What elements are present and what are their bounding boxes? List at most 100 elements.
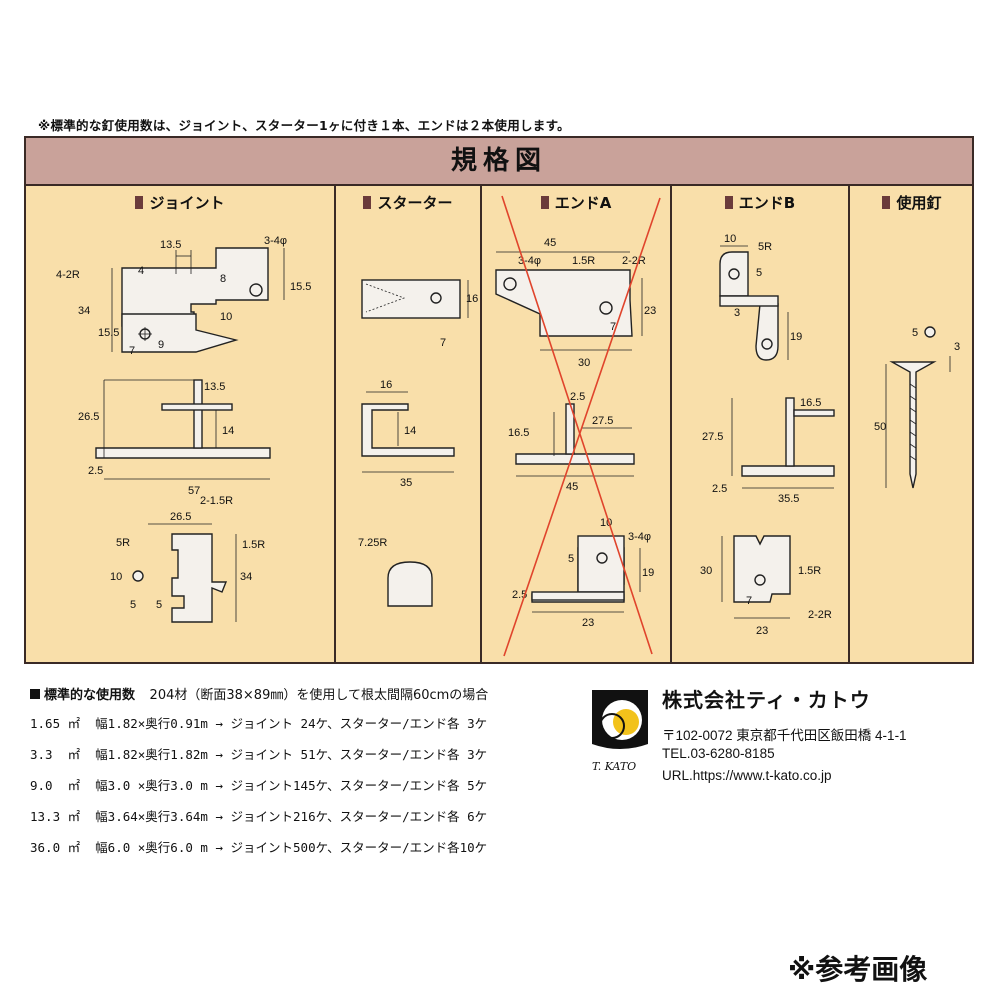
dim-label: 10 bbox=[600, 517, 612, 529]
starter-hole bbox=[430, 292, 442, 304]
joint-lower-plate bbox=[121, 313, 239, 353]
usage-title: 標準的な使用数 204材（断面38×89㎜）を使用して根太間隔60cmの場合 bbox=[30, 684, 488, 703]
dim-label: 2.5 bbox=[712, 483, 727, 495]
dim-label: 1.5R bbox=[242, 539, 265, 551]
sheet-title: 規格図 bbox=[450, 146, 547, 176]
dim-label: 1.5R bbox=[572, 255, 595, 267]
dim-label: 23 bbox=[582, 617, 594, 629]
column-starter-header: スターター bbox=[336, 192, 480, 213]
dim-label: 23 bbox=[756, 625, 768, 637]
company-address: 〒102-0072 東京都千代田区飯田橋 4-1-1 bbox=[662, 728, 907, 743]
dim-label: 15.5 bbox=[290, 281, 311, 293]
dim-label: 10 bbox=[724, 233, 736, 245]
dim-label: 5 bbox=[568, 553, 574, 565]
company-logo: T. KATO bbox=[592, 690, 648, 773]
dim-label: 27.5 bbox=[592, 415, 613, 427]
nail-usage-note: ※標準的な釘使用数は、ジョイント、スターター1ヶに付き１本、エンドは２本使用しま… bbox=[38, 118, 570, 133]
dim-label: 16.5 bbox=[800, 397, 821, 409]
endB-drawings: 10 5R 5 3 19 16.5 27.5 2.5 35.5 30 1.5R … bbox=[700, 233, 835, 637]
dim-label: 27.5 bbox=[702, 431, 723, 443]
dim-label: 14 bbox=[222, 425, 234, 437]
title-bar: 規格図 bbox=[26, 138, 972, 186]
company-tel: TEL.03-6280-8185 bbox=[662, 746, 775, 761]
dim-label: 5 bbox=[130, 599, 136, 611]
dim-label: 5R bbox=[116, 537, 130, 549]
dim-label: 30 bbox=[700, 565, 712, 577]
joint-front-hole bbox=[132, 570, 144, 582]
column-joint: ジョイント 13.5 3-4φ 4-2R 4 8 15.5 34 10 15.5… bbox=[26, 184, 336, 664]
starter-front bbox=[387, 561, 433, 607]
usage-subtitle: 204材（断面38×89㎜）を使用して根太間隔60cmの場合 bbox=[149, 688, 489, 703]
joint-side-web bbox=[193, 379, 203, 449]
reference-image-note: ※参考画像 bbox=[788, 953, 928, 986]
dim-label: 14 bbox=[404, 425, 416, 437]
usage-row: 36.0 ㎡ 幅6.0 ×奥行6.0 m → ジョイント500ケ、スターター/エ… bbox=[30, 840, 488, 855]
logo-text: T. KATO bbox=[592, 760, 636, 773]
dim-label: 30 bbox=[578, 357, 590, 369]
starter-side bbox=[361, 403, 455, 457]
starter-plate bbox=[361, 279, 461, 319]
usage-row: 9.0 ㎡ 幅3.0 ×奥行3.0 m → ジョイント145ケ、スターター/エン… bbox=[30, 778, 488, 793]
endB-lower-plate bbox=[755, 303, 779, 361]
dim-label: 4-2R bbox=[56, 269, 80, 281]
usage-row: 1.65 ㎡ 幅1.82×奥行0.91m → ジョイント 24ケ、スターター/エ… bbox=[30, 716, 488, 731]
column-endA: エンドA 45 3-4φ 1.5R 2-2R 23 30 7 2.5 16.5 … bbox=[482, 184, 672, 664]
joint-drawings: 13.5 3-4φ 4-2R 4 8 15.5 34 10 15.5 7 9 1… bbox=[56, 235, 311, 623]
dim-label: 3-4φ bbox=[628, 531, 651, 543]
starter-drawings: 16 7 16 14 35 7.25R bbox=[358, 279, 478, 607]
dim-label: 16 bbox=[380, 379, 392, 391]
dim-label: 34 bbox=[240, 571, 252, 583]
dim-label: 2-2R bbox=[622, 255, 646, 267]
dim-label: 3 bbox=[954, 341, 960, 353]
dim-label: 19 bbox=[790, 331, 802, 343]
dim-label: 5R bbox=[758, 241, 772, 253]
column-nail: 使用釘 5 3 50 bbox=[850, 184, 974, 664]
endB-front bbox=[733, 535, 791, 603]
endA-drawings: 45 3-4φ 1.5R 2-2R 23 30 7 2.5 16.5 27.5 … bbox=[495, 195, 661, 657]
dim-label: 10 bbox=[110, 571, 122, 583]
dim-label: 5 bbox=[156, 599, 162, 611]
dim-label: 4 bbox=[138, 265, 144, 277]
nail-drawings: 5 3 50 bbox=[874, 326, 960, 489]
endA-plate bbox=[495, 269, 633, 337]
nail-shape bbox=[889, 361, 937, 489]
column-endA-header: エンドA bbox=[482, 192, 670, 213]
spec-sheet: 規格図 ジョイント 13.5 3-4φ 4-2R 4 8 15.5 34 10 … bbox=[24, 136, 974, 664]
dim-label: 23 bbox=[644, 305, 656, 317]
company-block: T. KATO 株式会社ティ・カトウ 〒102-0072 東京都千代田区飯田橋 … bbox=[588, 684, 988, 794]
joint-front-part bbox=[171, 533, 228, 623]
dim-label: 3-4φ bbox=[264, 235, 287, 247]
dim-label: 35.5 bbox=[778, 493, 799, 505]
dim-label: 2-2R bbox=[808, 609, 832, 621]
dim-label: 7 bbox=[440, 337, 446, 349]
dim-label: 9 bbox=[158, 339, 164, 351]
dim-label: 7 bbox=[129, 345, 135, 357]
joint-side-base bbox=[95, 447, 271, 459]
column-nail-header: 使用釘 bbox=[850, 192, 974, 213]
dim-label: 7 bbox=[746, 595, 752, 607]
dim-label: 2.5 bbox=[88, 465, 103, 477]
column-endB: エンドB 10 5R 5 3 19 16.5 27.5 2.5 35.5 bbox=[672, 184, 850, 664]
cross-line bbox=[503, 197, 661, 657]
dim-label: 2-1.5R bbox=[200, 495, 233, 507]
dim-label: 45 bbox=[566, 481, 578, 493]
dim-label: 26.5 bbox=[78, 411, 99, 423]
dim-label: 5 bbox=[756, 267, 762, 279]
dim-label: 8 bbox=[220, 273, 226, 285]
dim-label: 19 bbox=[642, 567, 654, 579]
dim-label: 13.5 bbox=[160, 239, 181, 251]
dim-label: 35 bbox=[400, 477, 412, 489]
dim-label: 26.5 bbox=[170, 511, 191, 523]
column-joint-header: ジョイント bbox=[26, 192, 334, 213]
dim-label: 16 bbox=[466, 293, 478, 305]
dim-label: 15.5 bbox=[98, 327, 119, 339]
dim-label: 5 bbox=[912, 327, 918, 339]
endA-side-base bbox=[515, 453, 635, 465]
company-name: 株式会社ティ・カトウ bbox=[662, 688, 871, 712]
usage-row: 13.3 ㎡ 幅3.64×奥行3.64m → ジョイント216ケ、スターター/エ… bbox=[30, 809, 488, 824]
company-url[interactable]: URL.https://www.t-kato.co.jp bbox=[662, 768, 832, 783]
column-starter: スターター 16 7 16 14 35 7.25R bbox=[336, 184, 482, 664]
joint-hole bbox=[249, 283, 263, 297]
dim-label: 10 bbox=[220, 311, 232, 323]
dim-label: 16.5 bbox=[508, 427, 529, 439]
